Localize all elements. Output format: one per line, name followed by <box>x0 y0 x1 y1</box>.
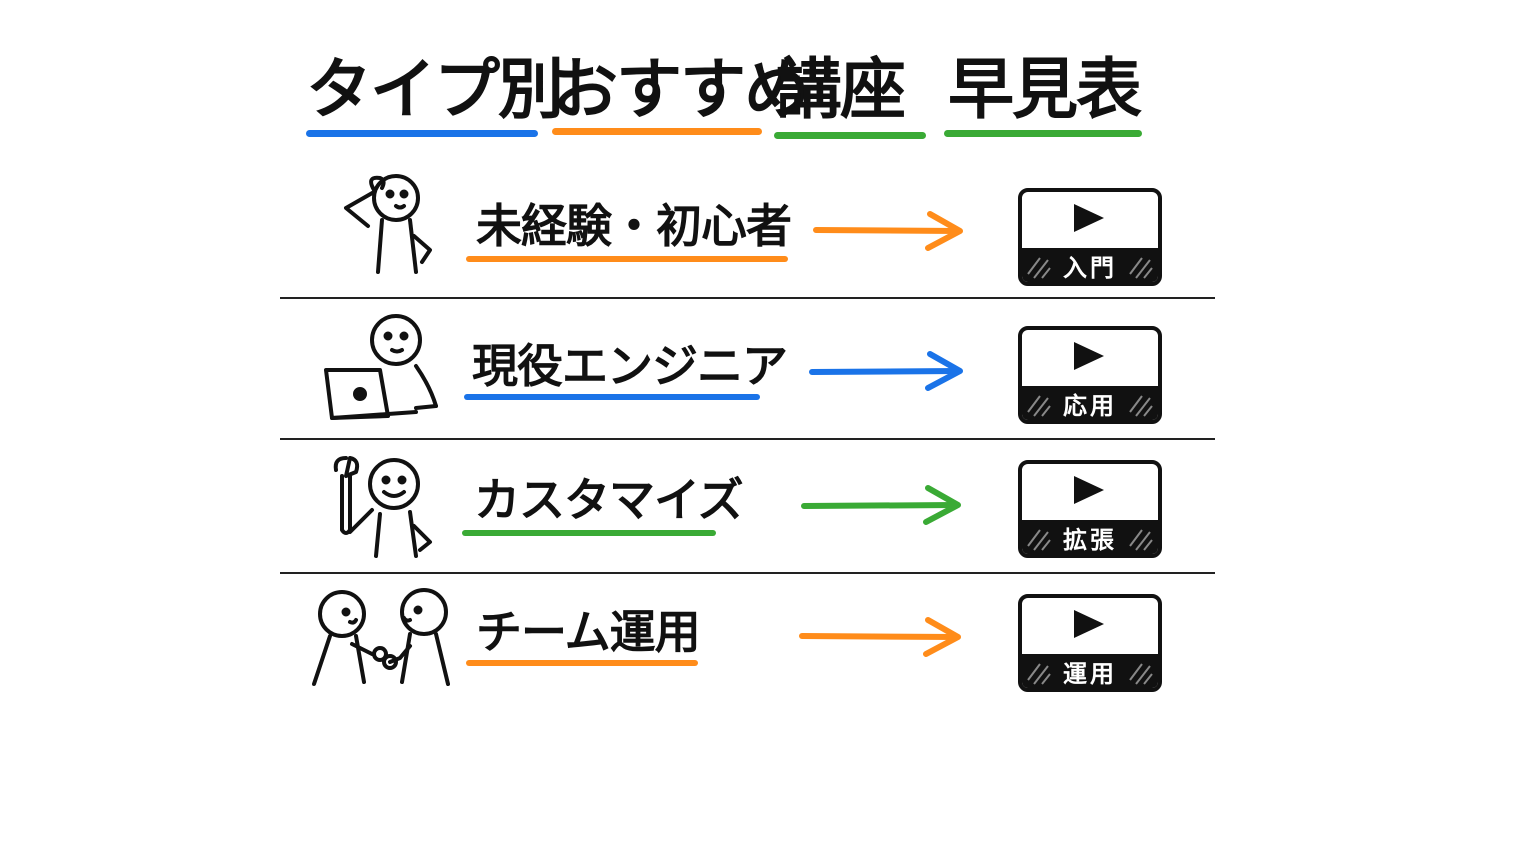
play-icon <box>1074 610 1104 638</box>
hatch-right-icon <box>1129 395 1153 417</box>
hatch-left-icon <box>1027 257 1051 279</box>
row-label-team: チーム運用 <box>476 605 701 659</box>
course-card-operation[interactable]: 運用 <box>1018 594 1162 692</box>
arrow-icon <box>800 484 966 532</box>
course-card-extension[interactable]: 拡張 <box>1018 460 1162 558</box>
course-card-intro[interactable]: 入門 <box>1018 188 1162 286</box>
hatch-left-icon <box>1027 529 1051 551</box>
row-label-beginner: 未経験・初心者 <box>476 199 792 253</box>
hatch-right-icon <box>1129 529 1153 551</box>
arrow-icon <box>812 210 968 258</box>
course-name: 応用 <box>1063 391 1117 420</box>
row-underline-team <box>466 660 698 666</box>
arrow-icon <box>798 616 966 664</box>
two-people-icon <box>306 588 456 696</box>
row-underline-engineer <box>464 394 760 400</box>
course-name: 運用 <box>1063 659 1117 688</box>
row-label-engineer: 現役エンジニア <box>472 339 788 393</box>
title-underline-green-1 <box>774 132 926 139</box>
row-divider <box>280 572 1215 574</box>
row-divider <box>280 438 1215 440</box>
title-underline-orange <box>552 128 762 135</box>
row-underline-beginner <box>466 256 788 262</box>
course-card-applied[interactable]: 応用 <box>1018 326 1162 424</box>
title-word-type: タイプ別 <box>306 51 564 128</box>
thinking-person-icon <box>338 170 438 284</box>
play-icon <box>1074 476 1104 504</box>
person-wrench-icon <box>328 452 438 566</box>
title-word-course: 講座 <box>776 51 906 128</box>
title-underline-green-2 <box>944 130 1142 137</box>
hatch-left-icon <box>1027 395 1051 417</box>
row-divider <box>280 297 1215 299</box>
hatch-right-icon <box>1129 257 1153 279</box>
arrow-icon <box>808 350 968 398</box>
course-name: 入門 <box>1063 253 1117 282</box>
row-label-customize: カスタマイズ <box>474 473 744 527</box>
play-icon <box>1074 342 1104 370</box>
title-underline-blue <box>306 130 538 137</box>
row-underline-customize <box>462 530 716 536</box>
hatch-left-icon <box>1027 663 1051 685</box>
title-word-chart: 早見表 <box>948 51 1142 128</box>
title-word-recommend: おすすめ <box>552 51 810 128</box>
course-name: 拡張 <box>1063 525 1117 554</box>
page-title: タイプ別 おすすめ 講座 早見表 <box>300 50 1160 150</box>
play-icon <box>1074 204 1104 232</box>
person-laptop-icon <box>320 312 444 428</box>
hatch-right-icon <box>1129 663 1153 685</box>
